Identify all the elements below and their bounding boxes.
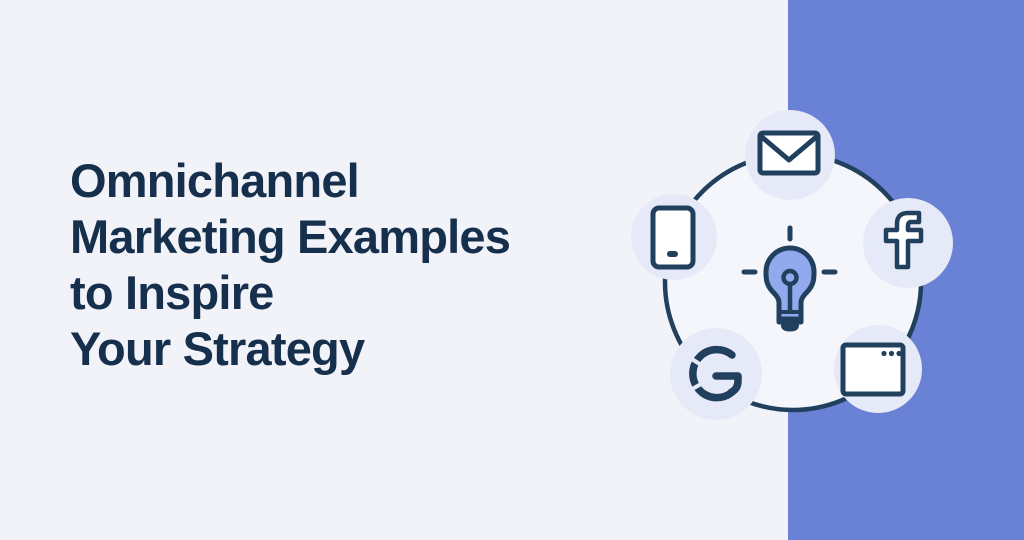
page-title: Omnichannel Marketing Examples to Inspir… <box>70 153 511 377</box>
browser-window-icon <box>840 342 906 397</box>
headline-line-3: to Inspire <box>70 266 274 319</box>
smartphone-body <box>650 205 696 270</box>
headline-line-1: Omnichannel <box>70 154 360 207</box>
google-g-arc <box>689 345 736 402</box>
lightbulb-base-cap <box>781 322 799 332</box>
browser-dot-1 <box>881 350 887 357</box>
google-g-gap-lower <box>686 378 709 394</box>
omnichannel-diagram <box>631 110 953 420</box>
google-g-gap-upper <box>685 354 708 370</box>
envelope-icon <box>757 130 821 176</box>
headline-line-2: Marketing Examples <box>70 210 511 263</box>
smartphone-home-button <box>667 251 678 257</box>
lightbulb-filament-circle <box>781 268 799 287</box>
google-icon <box>685 345 742 402</box>
facebook-icon <box>883 210 924 270</box>
lightbulb-rays <box>741 225 838 275</box>
browser-dot-2 <box>888 350 895 357</box>
headline-line-4: Your Strategy <box>70 322 365 375</box>
browser-dot-3 <box>896 350 902 357</box>
envelope-body <box>757 130 821 176</box>
browser-window-frame <box>840 342 906 397</box>
lightbulb-icon <box>741 225 838 332</box>
smartphone-icon <box>650 205 696 270</box>
facebook-f-glyph <box>883 210 924 270</box>
lightbulb-base-stripes <box>779 310 801 321</box>
envelope-flap <box>760 135 818 163</box>
google-g-crossbar <box>712 372 742 397</box>
